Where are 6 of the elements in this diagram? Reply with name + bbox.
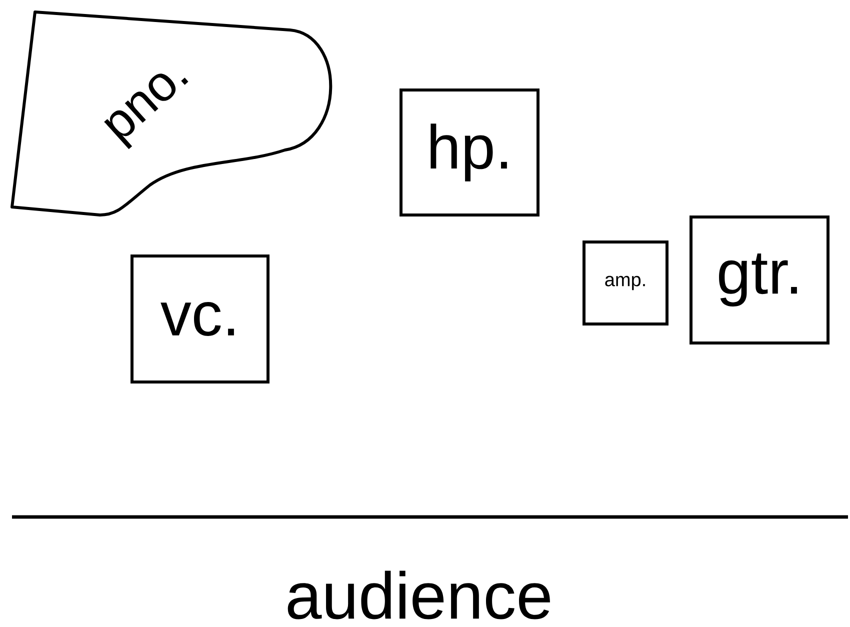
audience-label: audience: [288, 570, 550, 620]
instrument-box: vc.: [130, 254, 270, 384]
instrument-box: amp.: [582, 240, 668, 326]
instrument-box: gtr.: [690, 216, 830, 344]
instrument-box: hp.: [400, 88, 540, 216]
piano-outline: pno.: [10, 10, 332, 216]
